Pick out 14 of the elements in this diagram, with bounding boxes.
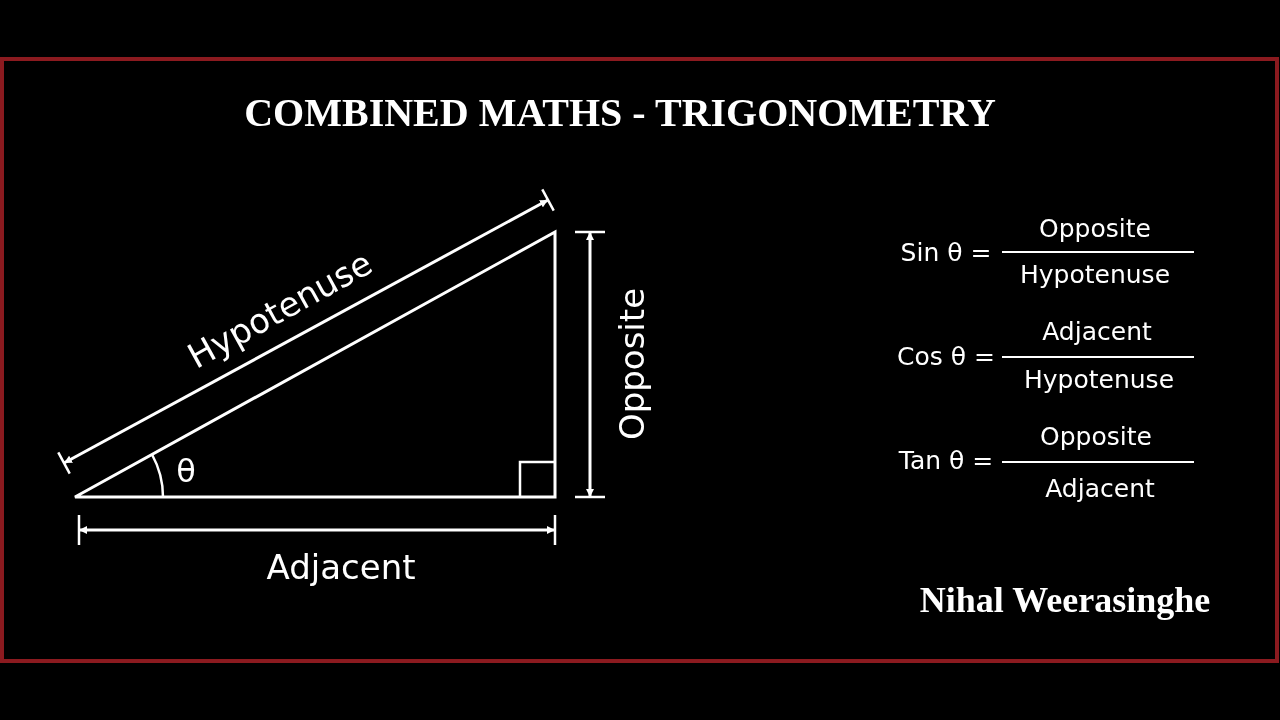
author-name: Nihal Weerasinghe — [919, 581, 1211, 621]
fraction-numerator: Adjacent — [1042, 318, 1152, 346]
side-label: Adjacent — [266, 549, 416, 587]
fraction-denominator: Adjacent — [1045, 475, 1155, 503]
angle-label: θ — [176, 454, 196, 490]
side-label: Opposite — [614, 287, 652, 441]
formula-label: Cos θ = — [897, 343, 995, 371]
title: COMBINED MATHS - TRIGONOMETRY — [244, 91, 996, 135]
fraction-denominator: Hypotenuse — [1024, 366, 1174, 394]
fraction-numerator: Opposite — [1040, 423, 1152, 451]
fraction-numerator: Opposite — [1039, 215, 1151, 243]
fraction-denominator: Hypotenuse — [1020, 261, 1170, 289]
formula-label: Sin θ = — [900, 239, 992, 267]
formula-label: Tan θ = — [898, 447, 994, 475]
